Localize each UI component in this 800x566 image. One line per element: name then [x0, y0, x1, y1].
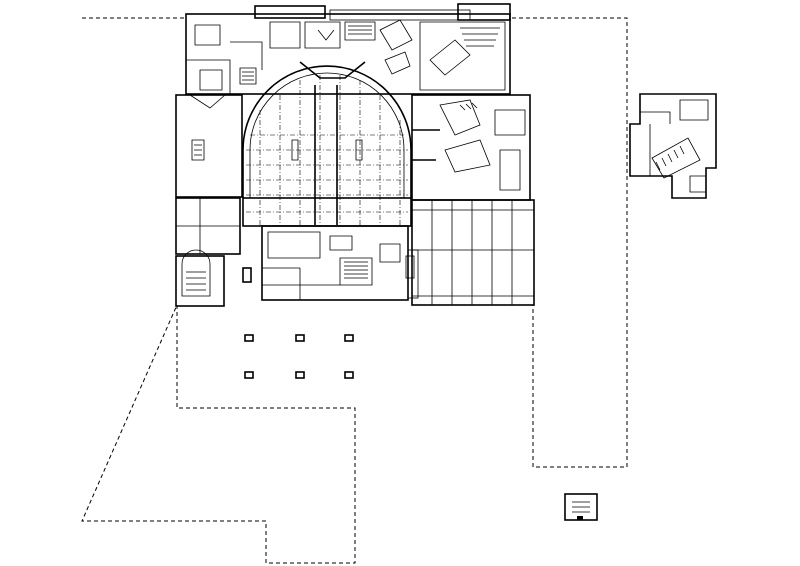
east-rooms — [411, 94, 531, 201]
west-wing — [175, 94, 252, 307]
north-wing — [185, 3, 511, 95]
annex-building — [629, 93, 717, 199]
column-markers — [244, 334, 354, 379]
south-central-rooms — [261, 225, 415, 301]
site-boundary-outline — [81, 17, 628, 564]
small-outbuilding — [564, 493, 598, 521]
south-east-wing — [407, 199, 535, 306]
central-hall — [242, 65, 412, 227]
